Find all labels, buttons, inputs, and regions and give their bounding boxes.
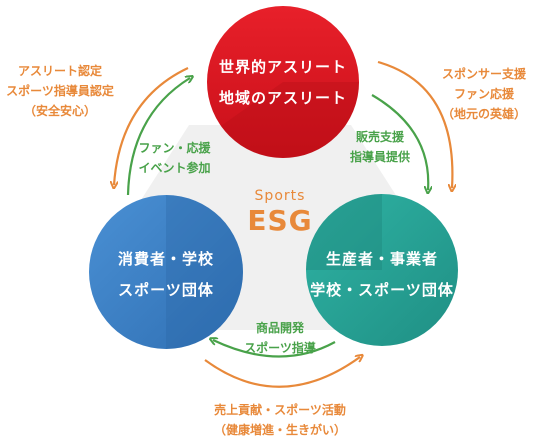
inner-right-line2: 指導員提供 xyxy=(349,150,410,164)
outer-arrow-right xyxy=(377,60,452,188)
outer-bottom-line2: （健康増進・生きがい） xyxy=(213,423,346,437)
outer-bottom-label: 売上貢献・スポーツ活動 （健康増進・生きがい） xyxy=(190,400,370,440)
outer-right-line2: ファン応援 xyxy=(453,87,514,101)
outer-right-line1: スポンサー支援 xyxy=(441,67,526,81)
circle-right-line2: 学校・スポーツ団体 xyxy=(310,281,454,299)
circle-right-shade xyxy=(306,194,382,270)
circle-top-label: 世界的アスリート 地域のアスリート xyxy=(203,52,363,114)
circle-left-line1: 消費者・学校 xyxy=(117,250,214,268)
center-line1: Sports xyxy=(254,188,306,204)
circle-left-label: 消費者・学校 スポーツ団体 xyxy=(86,244,246,306)
inner-arrow-bottom xyxy=(213,340,336,358)
center-label: Sports ESG xyxy=(230,188,330,237)
inner-left-line1: ファン・応援 xyxy=(138,141,211,155)
outer-left-line3: （安全安心） xyxy=(23,104,96,118)
circle-top-line2: 地域のアスリート xyxy=(218,89,347,107)
outer-left-label: アスリート認定 スポーツ指導員認定 （安全安心） xyxy=(0,61,120,121)
center-line2: ESG xyxy=(247,204,313,237)
inner-bottom-line1: 商品開発 xyxy=(255,321,304,335)
inner-arrow-left xyxy=(126,78,190,196)
circle-left-shade xyxy=(166,195,243,349)
circle-top-line1: 世界的アスリート xyxy=(218,58,347,76)
outer-left-line2: スポーツ指導員認定 xyxy=(6,84,114,98)
inner-right-label: 販売支援 指導員提供 xyxy=(335,127,425,167)
outer-right-line3: （地元の英雄） xyxy=(441,107,526,121)
inner-right-line1: 販売支援 xyxy=(355,130,404,144)
outer-bottom-line1: 売上貢献・スポーツ活動 xyxy=(214,403,346,417)
circle-top-shade xyxy=(221,82,359,159)
outer-arrow-bottom xyxy=(204,357,360,388)
inner-bottom-line2: スポーツ指導 xyxy=(244,341,316,355)
inner-left-line2: イベント参加 xyxy=(138,161,211,175)
inner-arrow-right xyxy=(371,94,428,190)
circle-right-label: 生産者・事業者 学校・スポーツ団体 xyxy=(297,244,467,306)
outer-left-line1: アスリート認定 xyxy=(17,64,102,78)
circle-right-line1: 生産者・事業者 xyxy=(325,250,438,268)
inner-left-label: ファン・応援 イベント参加 xyxy=(127,138,222,178)
circle-top xyxy=(207,6,359,158)
circle-left-line2: スポーツ団体 xyxy=(118,281,214,299)
circle-left xyxy=(89,195,243,349)
outer-arrow-left xyxy=(114,67,189,185)
outer-right-label: スポンサー支援 ファン応援 （地元の英雄） xyxy=(430,64,538,124)
inner-bottom-label: 商品開発 スポーツ指導 xyxy=(230,318,330,358)
circle-right xyxy=(306,194,458,346)
